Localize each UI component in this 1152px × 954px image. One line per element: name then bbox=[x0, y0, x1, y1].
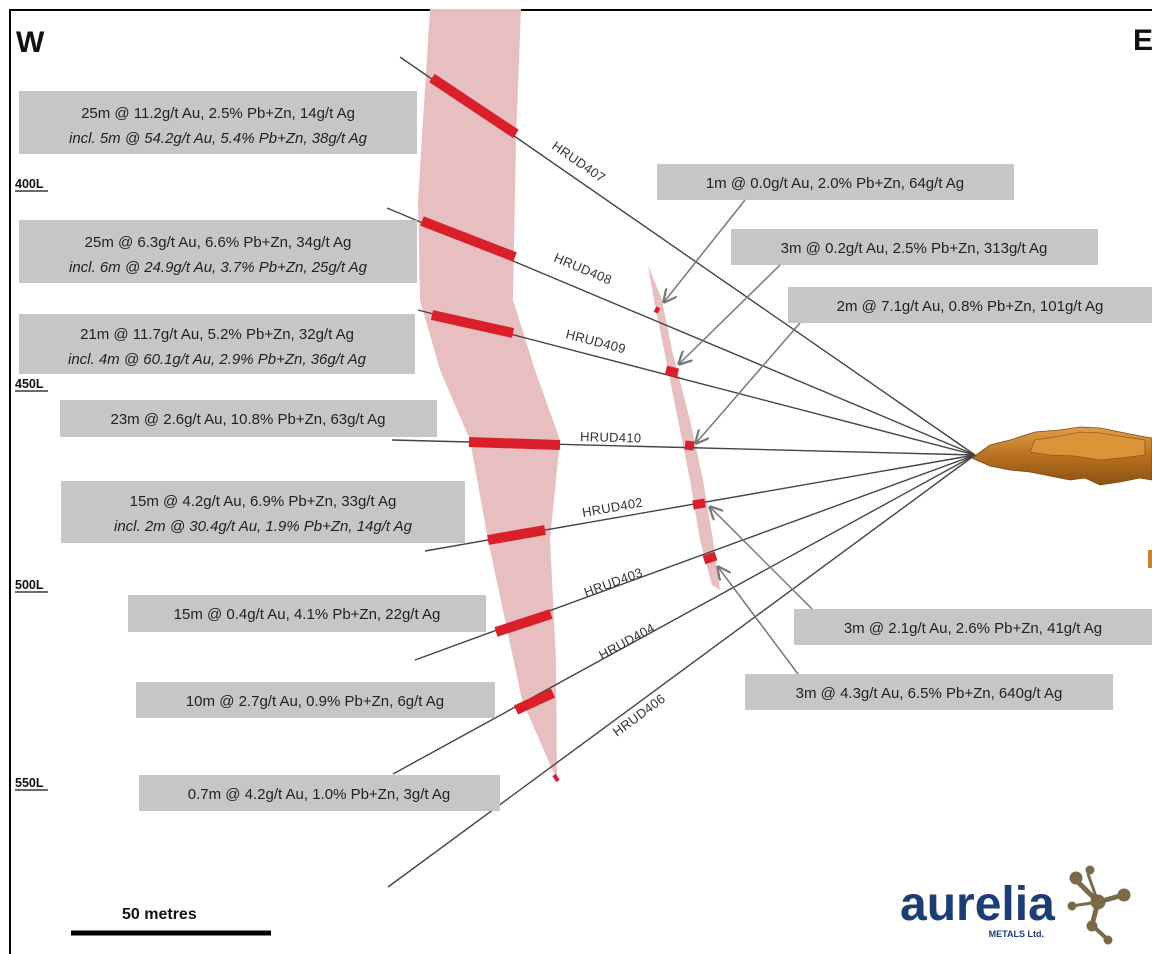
level-label-550L: 550L bbox=[15, 776, 44, 790]
callout-box bbox=[19, 314, 415, 374]
intercept-mark-hrud406 bbox=[552, 773, 560, 783]
callout-arrow bbox=[664, 199, 746, 302]
intercept-callout-hrud406: 0.7m @ 4.2g/t Au, 1.0% Pb+Zn, 3g/t Ag bbox=[139, 775, 500, 811]
east-callout-3: 2m @ 7.1g/t Au, 0.8% Pb+Zn, 101g/t Ag bbox=[788, 287, 1152, 323]
intercept-callout-hrud402: 15m @ 4.2g/t Au, 6.9% Pb+Zn, 33g/t Ag in… bbox=[61, 481, 465, 543]
callout-box bbox=[731, 229, 1098, 265]
east-intercept-labels: 1m @ 0.0g/t Au, 2.0% Pb+Zn, 64g/t Ag 3m … bbox=[657, 164, 1152, 710]
hole-label-hrud409: HRUD409 bbox=[564, 326, 627, 356]
intercept-mark-hrud409 bbox=[430, 310, 515, 338]
callout-text: 10m @ 2.7g/t Au, 0.9% Pb+Zn, 6g/t Ag bbox=[186, 693, 444, 710]
east-callout-4: 3m @ 2.1g/t Au, 2.6% Pb+Zn, 41g/t Ag bbox=[794, 609, 1152, 645]
callout-text: 3m @ 4.3g/t Au, 6.5% Pb+Zn, 640g/t Ag bbox=[796, 685, 1063, 702]
logo-subtitle: METALS Ltd. bbox=[989, 929, 1044, 939]
callout-text: 15m @ 0.4g/t Au, 4.1% Pb+Zn, 22g/t Ag bbox=[174, 606, 441, 623]
intercept-mark-east-1 bbox=[653, 306, 661, 314]
callout-box bbox=[136, 682, 495, 718]
intercept-marks bbox=[420, 73, 718, 783]
callout-box bbox=[139, 775, 500, 811]
callout-text: 2m @ 7.1g/t Au, 0.8% Pb+Zn, 101g/t Ag bbox=[837, 298, 1104, 315]
callout-arrow bbox=[696, 322, 801, 443]
callout-box bbox=[19, 220, 417, 283]
intercept-callout-hrud404: 10m @ 2.7g/t Au, 0.9% Pb+Zn, 6g/t Ag bbox=[136, 682, 495, 718]
callout-text: 1m @ 0.0g/t Au, 2.0% Pb+Zn, 64g/t Ag bbox=[706, 175, 964, 192]
callout-box bbox=[61, 481, 465, 543]
callout-arrow bbox=[679, 264, 781, 364]
intercept-mark-hrud408 bbox=[420, 216, 517, 262]
intercept-mark-east-4 bbox=[692, 498, 706, 510]
intercept-callout-hrud407: 25m @ 11.2g/t Au, 2.5% Pb+Zn, 14g/t Ag i… bbox=[19, 91, 417, 154]
hole-label-hrud406: HRUD406 bbox=[610, 691, 668, 740]
intercept-mark-hrud407 bbox=[429, 73, 519, 139]
scale-bar-label: 50 metres bbox=[122, 906, 197, 923]
east-callout-2: 3m @ 0.2g/t Au, 2.5% Pb+Zn, 313g/t Ag bbox=[731, 229, 1098, 265]
callout-text: 21m @ 11.7g/t Au, 5.2% Pb+Zn, 32g/t Ag bbox=[80, 326, 354, 343]
callout-text-incl: incl. 5m @ 54.2g/t Au, 5.4% Pb+Zn, 38g/t… bbox=[69, 130, 368, 147]
east-callout-5: 3m @ 4.3g/t Au, 6.5% Pb+Zn, 640g/t Ag bbox=[745, 674, 1113, 710]
underground-drive bbox=[971, 426, 1152, 568]
intercept-mark-hrud410 bbox=[468, 437, 561, 450]
intercept-mark-hrud402 bbox=[487, 525, 546, 545]
level-label-400L: 400L bbox=[15, 177, 44, 191]
drill-trace-hrud404 bbox=[392, 454, 976, 775]
hole-label-hrud407: HRUD407 bbox=[549, 138, 608, 185]
intercept-callout-hrud408: 25m @ 6.3g/t Au, 6.6% Pb+Zn, 34g/t Ag in… bbox=[19, 220, 417, 283]
callout-text: 15m @ 4.2g/t Au, 6.9% Pb+Zn, 33g/t Ag bbox=[130, 493, 397, 510]
east-callout-1: 1m @ 0.0g/t Au, 2.0% Pb+Zn, 64g/t Ag bbox=[657, 164, 1014, 200]
callout-box bbox=[60, 400, 437, 437]
intercept-mark-hrud404 bbox=[513, 688, 556, 715]
hole-label-hrud403: HRUD403 bbox=[582, 565, 645, 600]
hole-label-hrud410: HRUD410 bbox=[580, 429, 642, 446]
logo-wordmark: aurelia bbox=[900, 878, 1055, 931]
callout-arrows bbox=[664, 199, 813, 675]
callout-box bbox=[745, 674, 1113, 710]
intercept-callout-hrud409: 21m @ 11.7g/t Au, 5.2% Pb+Zn, 32g/t Ag i… bbox=[19, 314, 415, 374]
intercept-callout-hrud403: 15m @ 0.4g/t Au, 4.1% Pb+Zn, 22g/t Ag bbox=[128, 595, 486, 632]
hole-labels: HRUD407 HRUD408 HRUD409 HRUD410 HRUD402 … bbox=[549, 138, 668, 739]
hole-label-hrud402: HRUD402 bbox=[581, 495, 644, 520]
aurelia-logo: aurelia METALS Ltd. bbox=[900, 865, 1131, 945]
scale-bar: 50 metres bbox=[71, 906, 271, 936]
callout-text: 3m @ 0.2g/t Au, 2.5% Pb+Zn, 313g/t Ag bbox=[781, 240, 1048, 257]
hole-label-hrud404: HRUD404 bbox=[596, 620, 657, 663]
west-label: W bbox=[16, 26, 45, 59]
intercept-mark-east-2 bbox=[664, 365, 680, 378]
level-markers: 400L 450L 500L 550L bbox=[15, 177, 48, 791]
callout-text: 23m @ 2.6g/t Au, 10.8% Pb+Zn, 63g/t Ag bbox=[111, 411, 386, 428]
intercept-callout-hrud410: 23m @ 2.6g/t Au, 10.8% Pb+Zn, 63g/t Ag bbox=[60, 400, 437, 437]
level-label-450L: 450L bbox=[15, 377, 44, 391]
callout-box bbox=[19, 91, 417, 154]
secondary-lode-shape bbox=[648, 265, 720, 590]
intercept-mark-east-3 bbox=[684, 440, 695, 451]
main-lode-shape bbox=[418, 9, 560, 780]
callout-text-incl: incl. 6m @ 24.9g/t Au, 3.7% Pb+Zn, 25g/t… bbox=[69, 259, 368, 276]
callout-box bbox=[788, 287, 1152, 323]
callout-text: 0.7m @ 4.2g/t Au, 1.0% Pb+Zn, 3g/t Ag bbox=[188, 786, 450, 803]
west-intercept-labels: 25m @ 11.2g/t Au, 2.5% Pb+Zn, 14g/t Ag i… bbox=[19, 91, 500, 811]
level-label-500L: 500L bbox=[15, 578, 44, 592]
figure-frame bbox=[9, 9, 1152, 954]
callout-arrow bbox=[718, 567, 799, 675]
intercept-mark-hrud403 bbox=[494, 609, 553, 637]
callout-box bbox=[794, 609, 1152, 645]
callout-box bbox=[128, 595, 486, 632]
callout-text-incl: incl. 2m @ 30.4g/t Au, 1.9% Pb+Zn, 14g/t… bbox=[114, 518, 413, 535]
intercept-mark-east-5 bbox=[702, 551, 718, 565]
callout-text: 3m @ 2.1g/t Au, 2.6% Pb+Zn, 41g/t Ag bbox=[844, 620, 1102, 637]
logo-molecule-icon bbox=[1067, 865, 1131, 945]
callout-arrow bbox=[710, 507, 813, 610]
east-label: E bbox=[1133, 24, 1152, 57]
drill-trace-hrud406 bbox=[387, 454, 976, 888]
callout-text: 25m @ 6.3g/t Au, 6.6% Pb+Zn, 34g/t Ag bbox=[85, 234, 352, 251]
callout-box bbox=[657, 164, 1014, 200]
callout-text: 25m @ 11.2g/t Au, 2.5% Pb+Zn, 14g/t Ag bbox=[81, 105, 355, 122]
callout-text-incl: incl. 4m @ 60.1g/t Au, 2.9% Pb+Zn, 36g/t… bbox=[68, 351, 367, 368]
